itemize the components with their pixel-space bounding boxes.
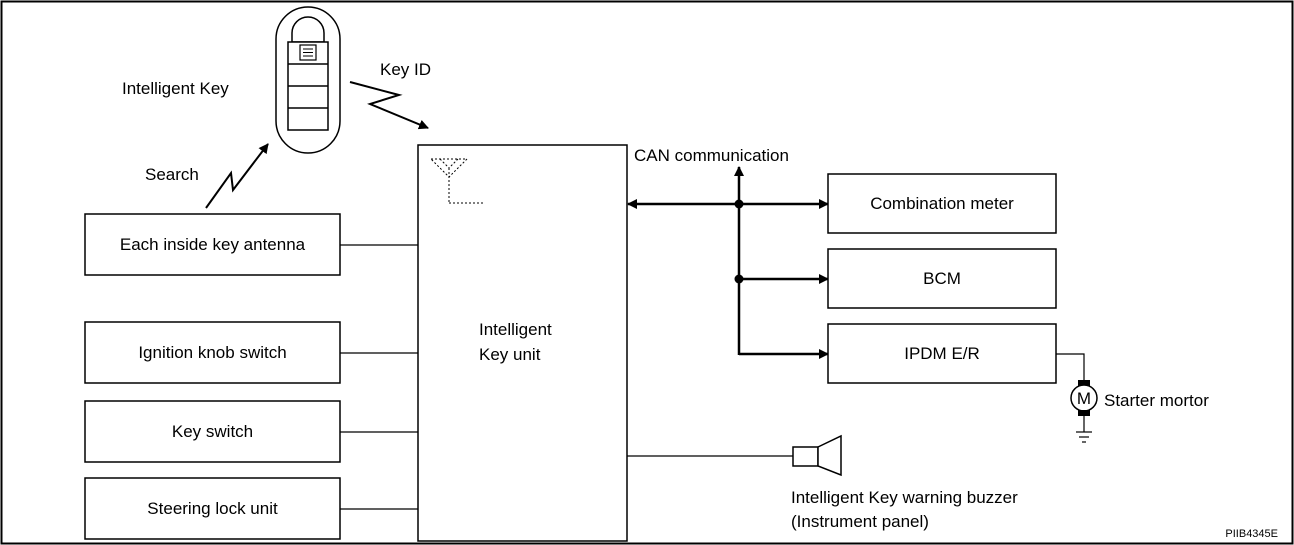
intelligent-key-label: Intelligent Key <box>122 79 229 98</box>
unit-label-line2: Key unit <box>479 345 541 364</box>
node-label: IPDM E/R <box>904 344 980 363</box>
input-label: Key switch <box>172 422 253 441</box>
node-label: Combination meter <box>870 194 1014 213</box>
input-each-inside-key-antenna: Each inside key antenna <box>84 213 341 276</box>
can-communication-label: CAN communication <box>634 146 789 165</box>
intelligent-key-icon <box>275 6 341 154</box>
starter-motor-label: Starter mortor <box>1104 391 1209 410</box>
key-id-signal-arrow <box>349 81 429 130</box>
buzzer-label-line2: (Instrument panel) <box>791 512 929 531</box>
input-ignition-knob-switch: Ignition knob switch <box>84 321 341 384</box>
input-connector-lines <box>340 244 418 510</box>
node-combination-meter: Combination meter <box>827 173 1057 234</box>
intelligent-key-unit: Intelligent Key unit <box>417 144 628 542</box>
node-label: BCM <box>923 269 961 288</box>
buzzer-label-line1: Intelligent Key warning buzzer <box>791 488 1018 507</box>
input-label: Each inside key antenna <box>120 235 306 254</box>
motor-symbol: M <box>1077 389 1091 408</box>
input-label: Steering lock unit <box>147 499 278 518</box>
input-label: Ignition knob switch <box>138 343 286 362</box>
node-ipdm-er: IPDM E/R <box>827 323 1057 384</box>
node-bcm: BCM <box>827 248 1057 309</box>
search-signal-arrow <box>205 143 269 209</box>
motor-icon <box>1056 353 1098 443</box>
search-label: Search <box>145 165 199 184</box>
input-steering-lock-unit: Steering lock unit <box>84 477 341 540</box>
figure-code: PIIB4345E <box>1225 528 1278 540</box>
buzzer-icon <box>792 434 842 477</box>
can-bus-lines <box>627 166 829 359</box>
input-key-switch: Key switch <box>84 400 341 463</box>
unit-label-line1: Intelligent <box>479 320 552 339</box>
key-id-label: Key ID <box>380 60 431 79</box>
antenna-icon <box>429 158 484 204</box>
